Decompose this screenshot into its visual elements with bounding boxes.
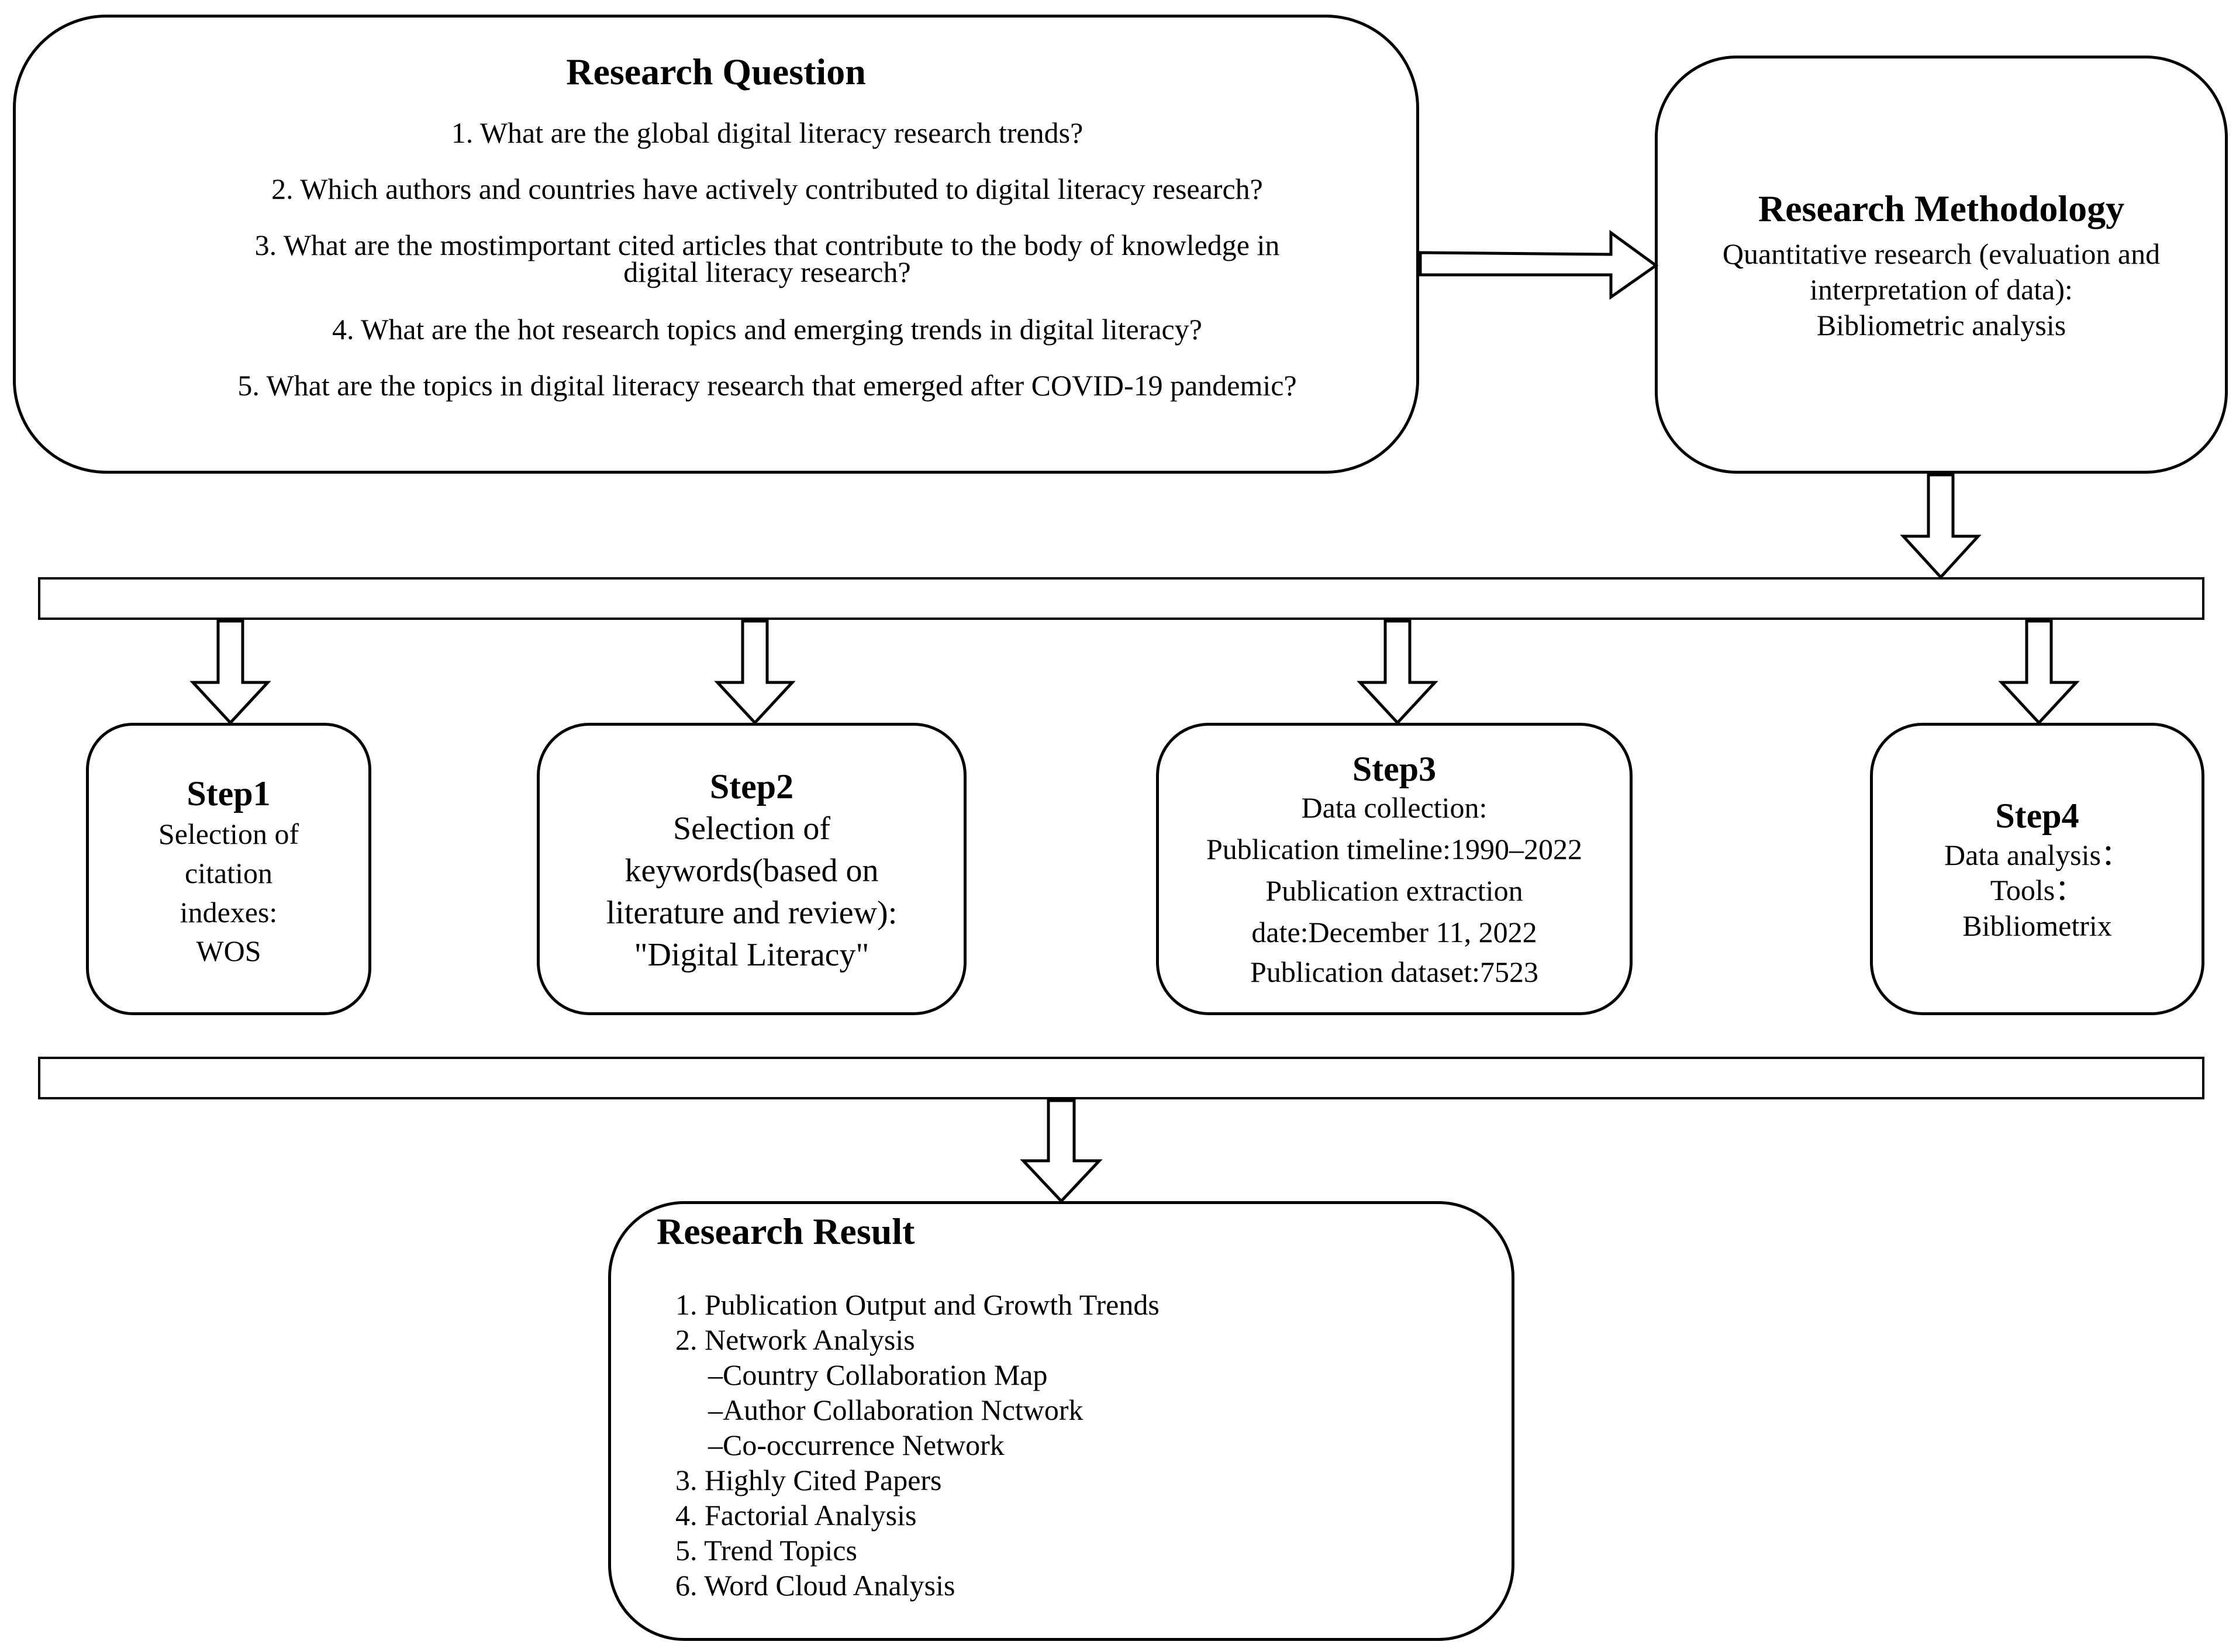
research-methodology-line-1: Quantitative research (evaluation and: [1722, 237, 2161, 270]
step3-line-2: Publication timeline:1990–2022: [1206, 833, 1582, 865]
research-question-title: Research Question: [566, 51, 866, 92]
research-question-item-3a: 3. What are the mostimportant cited arti…: [254, 229, 1280, 261]
research-question-item-4: 4. What are the hot research topics and …: [332, 313, 1202, 346]
research-result-box: Research Result 1. Publication Output an…: [608, 1201, 1514, 1641]
research-methodology-title: Research Methodology: [1758, 188, 2125, 229]
research-result-subitem: –Co-occurrence Network: [708, 1429, 1005, 1461]
step3-line-4: date:December 11, 2022: [1251, 916, 1537, 949]
step1-line-4: WOS: [196, 934, 261, 967]
arrow-down-icon: [1357, 619, 1438, 725]
research-question-item-2: 2. Which authors and countries have acti…: [271, 173, 1263, 205]
step2-box: Step2 Selection of keywords(based on lit…: [537, 723, 967, 1015]
arrow-right-icon: [1419, 230, 1659, 300]
bottom-connector-bar: [38, 1057, 2204, 1099]
research-question-item-1: 1. What are the global digital literacy …: [451, 116, 1084, 149]
step2-line-4: "Digital Literacy": [634, 937, 869, 973]
step4-box: Step4 Data analysis： Tools： Bibliometrix: [1870, 723, 2204, 1015]
research-question-box: Research Question 1. What are the global…: [13, 15, 1419, 474]
research-result-item: 3. Highly Cited Papers: [675, 1464, 942, 1496]
research-question-item-5: 5. What are the topics in digital litera…: [237, 369, 1297, 402]
research-result-list: 1. Publication Output and Growth Trends …: [675, 1287, 1160, 1603]
research-result-title: Research Result: [657, 1210, 915, 1252]
step4-line-2: Tools：: [1990, 874, 2085, 906]
step1-title: Step1: [187, 774, 271, 813]
step2-title: Step2: [709, 767, 794, 806]
step4-line-3: Bibliometrix: [1962, 909, 2112, 942]
research-methodology-line-3: Bibliometric analysis: [1816, 309, 2066, 342]
step3-line-5: Publication dataset:7523: [1250, 956, 1538, 988]
research-methodology-body: Quantitative research (evaluation and in…: [1675, 236, 2207, 343]
step1-line-2: citation: [185, 857, 272, 889]
arrow-down-icon: [1020, 1099, 1103, 1203]
arrow-down-icon: [189, 619, 271, 725]
research-result-item: 2. Network Analysis: [675, 1323, 915, 1356]
step1-line-1: Selection of: [158, 818, 299, 850]
research-result-subitem: –Country Collaboration Map: [708, 1358, 1048, 1391]
arrow-down-icon: [714, 619, 796, 725]
arrow-down-icon: [1900, 473, 1982, 580]
step1-box: Step1 Selection of citation indexes: WOS: [86, 723, 371, 1015]
research-result-item: 4. Factorial Analysis: [675, 1499, 917, 1532]
arrow-down-icon: [1998, 619, 2080, 725]
step4-title: Step4: [1995, 796, 2079, 835]
step3-box: Step3 Data collection: Publication timel…: [1156, 723, 1633, 1015]
step2-line-3: literature and review):: [606, 895, 898, 931]
step3-title: Step3: [1352, 750, 1437, 788]
step4-line-1: Data analysis：: [1944, 839, 2130, 871]
step3-line-1: Data collection:: [1301, 791, 1488, 824]
step2-line-1: Selection of: [672, 811, 831, 847]
research-result-subitem: –Author Collaboration Nctwork: [708, 1394, 1084, 1426]
top-connector-bar: [38, 577, 2204, 620]
research-result-item: 1. Publication Output and Growth Trends: [675, 1288, 1160, 1321]
research-result-item: 5. Trend Topics: [675, 1534, 857, 1567]
research-question-item-3b: digital literacy research?: [623, 256, 911, 288]
step1-line-3: indexes:: [180, 896, 278, 929]
research-methodology-box: Research Methodology Quantitative resear…: [1655, 56, 2228, 474]
research-result-item: 6. Word Cloud Analysis: [675, 1569, 955, 1602]
step3-line-3: Publication extraction: [1265, 874, 1523, 907]
step2-line-2: keywords(based on: [624, 853, 879, 889]
research-methodology-line-2: interpretation of data):: [1810, 273, 2073, 306]
